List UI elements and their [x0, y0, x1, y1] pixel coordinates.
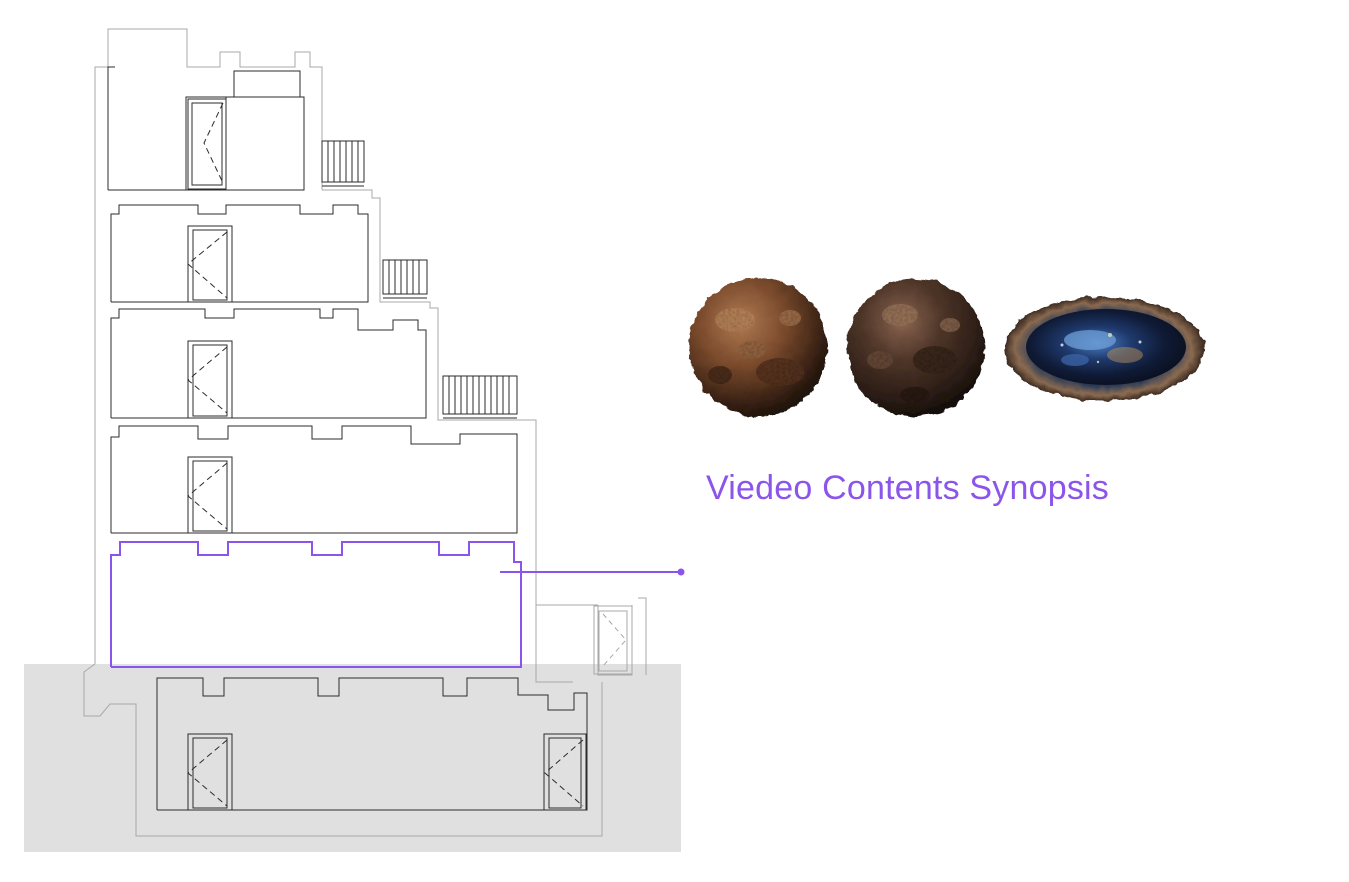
floor-2	[110, 425, 518, 534]
railing-3	[442, 375, 518, 419]
door-basement-right	[543, 733, 587, 811]
ground-area	[24, 664, 681, 852]
floor-1-highlighted	[110, 541, 522, 668]
door-2	[187, 456, 233, 534]
floor-3	[110, 308, 518, 419]
door-4	[187, 225, 233, 303]
annex-door	[593, 605, 633, 675]
floor-4	[110, 204, 428, 303]
door-top	[187, 98, 227, 190]
railing-4	[382, 259, 428, 299]
rock-sphere-image	[689, 278, 827, 416]
building-outline	[83, 28, 647, 837]
crater-bowl-image	[1004, 297, 1204, 401]
dark-rock-sphere-image	[847, 279, 985, 417]
floor-top	[107, 66, 365, 191]
synopsis-title: Viedeo Contents Synopsis	[706, 469, 1109, 507]
door-3	[187, 340, 233, 419]
callout-connector	[500, 568, 685, 576]
railing-top	[321, 140, 365, 187]
floor-basement	[156, 677, 588, 811]
door-basement-left	[187, 733, 233, 811]
